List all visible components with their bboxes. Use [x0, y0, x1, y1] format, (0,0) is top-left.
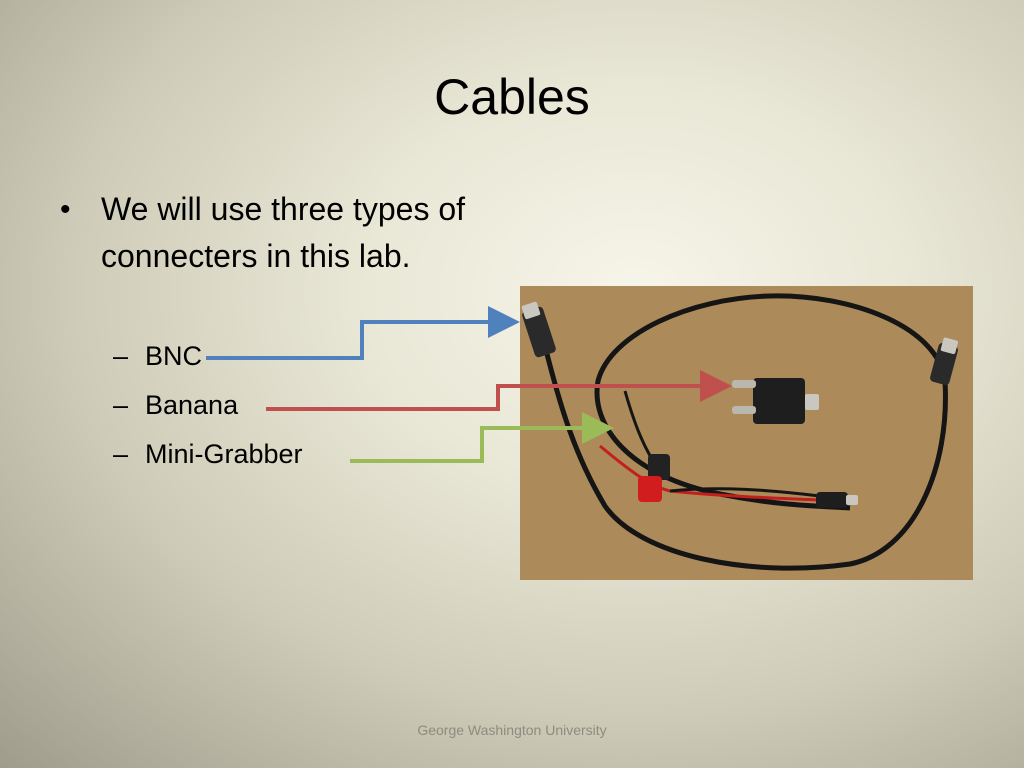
- sub-item-label: BNC: [145, 341, 203, 371]
- bnc-connector-left-metal: [521, 301, 541, 320]
- footer-text: George Washington University: [417, 722, 607, 738]
- bnc-connector-left: [522, 306, 556, 358]
- bnc-cable-inner: [594, 293, 948, 511]
- grabber-bnc-end: [816, 492, 848, 508]
- bullet-point: • We will use three types of connecters …: [60, 186, 500, 280]
- sub-item-bnc: –BNC: [113, 336, 202, 376]
- dash-marker: –: [113, 341, 129, 371]
- grabber-lead-black-2: [669, 487, 821, 498]
- dash-marker: –: [113, 439, 129, 469]
- bnc-connector-right: [930, 342, 958, 386]
- banana-plug-top: [732, 380, 756, 388]
- banana-plug-bottom: [732, 406, 756, 414]
- mini-grabber-arrow: [350, 412, 614, 463]
- grabber-bnc-end-metal: [846, 495, 858, 505]
- dash-marker: –: [113, 390, 129, 420]
- grabber-clip-red: [638, 476, 662, 502]
- grabber-clip-black: [648, 454, 670, 480]
- sub-item-banana: –Banana: [113, 385, 238, 425]
- sub-item-label: Banana: [145, 390, 239, 420]
- bullet-marker: •: [60, 193, 71, 226]
- bullet-text: We will use three types of connecters in…: [101, 191, 466, 274]
- sub-item-label: Mini-Grabber: [145, 439, 303, 469]
- slide-title: Cables: [434, 69, 590, 125]
- bnc-cable-loop: [542, 345, 948, 571]
- bnc-arrow: [206, 306, 520, 360]
- banana-adapter-bnc: [805, 394, 819, 410]
- sub-item-mini-grabber: –Mini-Grabber: [113, 434, 303, 474]
- banana-adapter-body: [753, 378, 805, 424]
- banana-arrow: [266, 370, 732, 411]
- bnc-connector-right-metal: [940, 337, 959, 355]
